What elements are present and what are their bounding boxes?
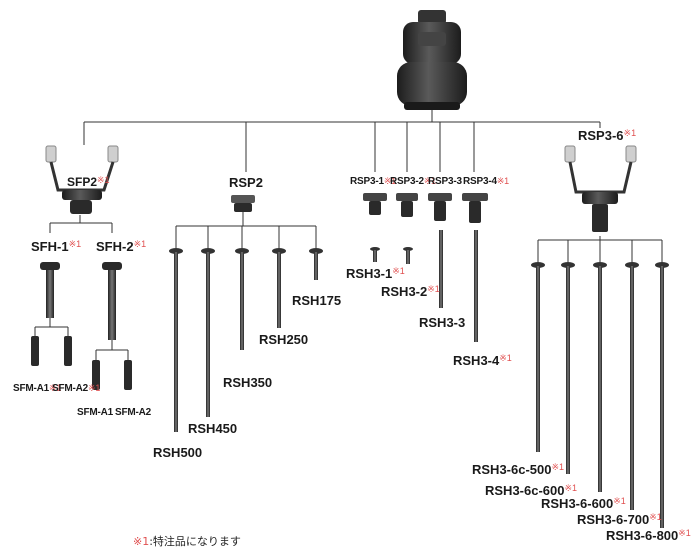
label-rsh250: RSH250 [259, 332, 309, 347]
label-rsh3-6c-600: RSH3-6c-600※1 [485, 483, 578, 498]
connector-lines [34, 110, 663, 360]
footnote: ※1:特注品になります [133, 535, 241, 548]
sfh2-image [102, 262, 122, 340]
label-rsh3-6-800: RSH3-6-800※1 [606, 528, 691, 543]
label-sfh1: SFH-1※1 [31, 239, 82, 254]
label-rsh3-1: RSH3-1※1 [346, 266, 405, 281]
label-rsh350: RSH350 [223, 375, 273, 390]
label-sfm-a1-top: SFM-A1※1 [13, 383, 62, 394]
label-rsp3-2: RSP3-2※1 [390, 176, 436, 187]
label-rsp3-1: RSP3-1※1 [350, 176, 396, 187]
label-sfp2: SFP2※1 [67, 175, 110, 189]
label-rsh500: RSH500 [153, 445, 203, 460]
label-sfm-a1: SFM-A1 [77, 407, 114, 418]
label-sfm-a2: SFM-A2 [115, 407, 152, 418]
rsp3-6-image [564, 145, 637, 232]
label-rsh175: RSH175 [292, 293, 342, 308]
label-rsh3-2: RSH3-2※1 [381, 284, 440, 299]
rsp3-adapters [363, 193, 488, 223]
sfm-modules [31, 336, 132, 390]
label-rsp3-6: RSP3-6※1 [578, 128, 637, 143]
label-rsh3-6-600: RSH3-6-600※1 [541, 496, 626, 511]
label-sfm-a2-top: SFM-A2※1 [52, 383, 101, 394]
rsh3-6-rods [531, 262, 669, 528]
label-rsh450: RSH450 [188, 421, 238, 436]
label-rsh3-3: RSH3-3 [419, 315, 466, 330]
label-rsp3-3: RSP3-3 [428, 176, 462, 187]
sfp2-image [45, 145, 119, 214]
rsh3-rods [370, 230, 478, 342]
rsh-rods [169, 248, 323, 432]
label-rsp3-4: RSP3-4※1 [463, 176, 509, 187]
sfh1-image [40, 262, 60, 318]
rsp2-image [231, 195, 255, 212]
label-rsp2: RSP2 [229, 175, 263, 190]
label-rsh3-6c-500: RSH3-6c-500※1 [472, 462, 565, 477]
label-rsh3-6-700: RSH3-6-700※1 [577, 512, 662, 527]
label-sfh2: SFH-2※1 [96, 239, 147, 254]
main-unit-image [397, 10, 467, 110]
label-rsh3-4: RSH3-4※1 [453, 353, 512, 368]
